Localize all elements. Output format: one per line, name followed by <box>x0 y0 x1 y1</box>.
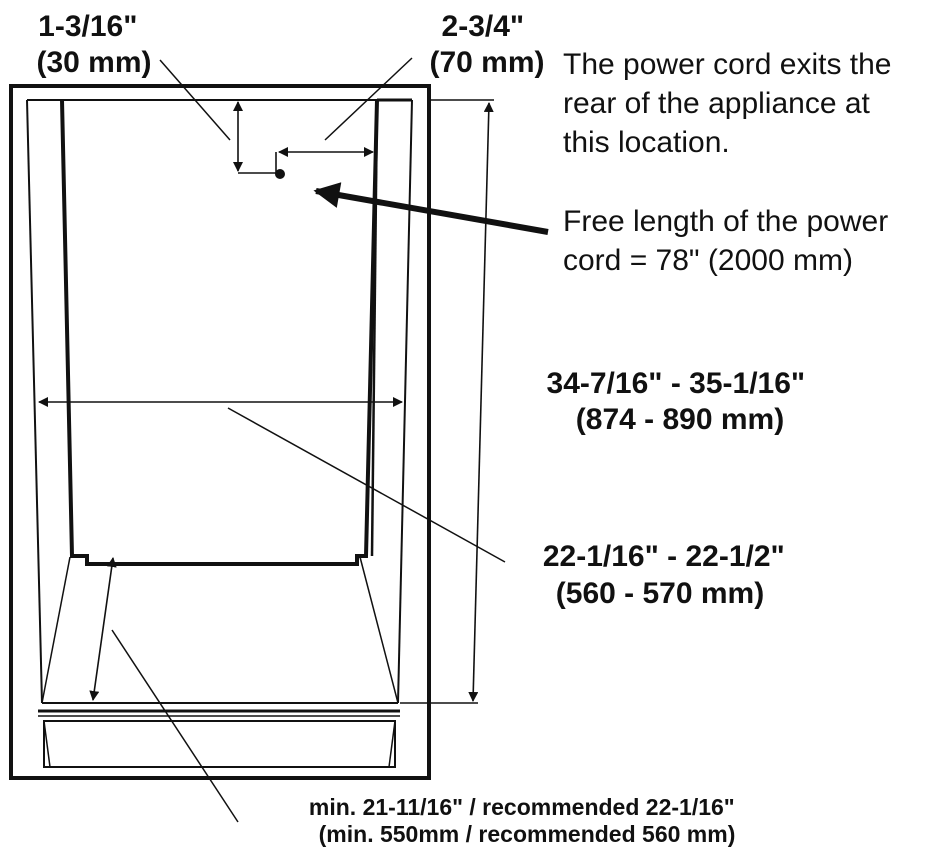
cord-length-note: Free length of the power cord = 78" (200… <box>563 205 897 277</box>
niche-depth-label: min. 21-11/16" / recommended 22-1/16" (m… <box>309 794 741 847</box>
cabinet-outer-frame <box>9 84 431 780</box>
plinth <box>38 709 400 768</box>
back-wall-right-edge <box>370 99 379 557</box>
cord-exit-note: The power cord exits the rear of the app… <box>563 48 900 159</box>
niche-width-label: 22-1/16" - 22-1/2" (560 - 570 mm) <box>543 540 793 610</box>
niche-opening <box>26 99 413 704</box>
cord-length-arrow <box>313 182 549 235</box>
floor-perspective <box>41 556 399 704</box>
cord-exit-point <box>275 169 285 179</box>
height-dimension <box>400 99 494 704</box>
cord-offset-dimension <box>233 101 374 174</box>
leader-lines <box>111 57 506 823</box>
cord-offset-horizontal-label: 2-3/4" (70 mm) <box>429 10 544 79</box>
niche-height-label: 34-7/16" - 35-1/16" (874 - 890 mm) <box>547 367 814 436</box>
depth-dimension-line <box>89 557 117 701</box>
back-wall-panel <box>60 99 379 566</box>
cord-offset-vertical-label: 1-3/16" (30 mm) <box>36 10 151 79</box>
